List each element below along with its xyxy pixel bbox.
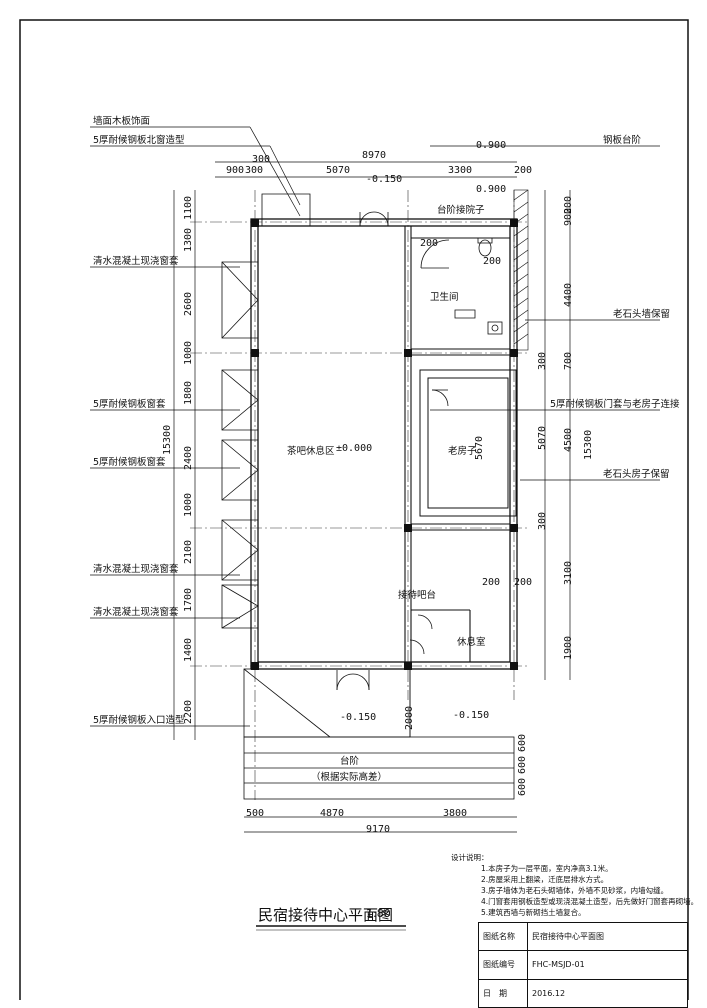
dim-bottom-side-1: 2000 [404,705,415,730]
doors [336,211,449,691]
dim-right-7: 1900 [563,635,574,660]
old-house-dim: 5670 [474,435,485,460]
dim-top-overall: 8970 [362,150,387,161]
old-house-block [419,369,517,517]
level-top-3: 0.900 [476,184,507,195]
level-top-2: 0.900 [476,140,507,151]
dim-bottom-overall: 9170 [366,824,391,835]
entrance-steps [243,668,515,800]
room-lounge: 茶吧休息区 [287,446,335,457]
dim-bottom-side-4: 600 [517,777,528,796]
callout-door-frame: 5厚耐候钢板门套与老房子连接 [550,399,680,410]
dim-bottom-500: 500 [246,808,265,819]
callout-steel-step: 钢板台阶 [603,135,642,146]
title-block: 图纸名称 民宿接待中心平面图 图纸编号 FHC-MSJD-01 日 期 2016… [478,921,688,1008]
callout-concrete-window-2: 清水混凝土现浇窗套 [93,564,179,575]
tb-value-name: 民宿接待中心平面图 [527,921,688,952]
dim-top-300b: 300 [245,165,264,176]
note-item: 1.本房子为一层平面，室内净高3.1米。 [481,864,613,873]
dim-bottom-side-2: 600 [517,733,528,752]
room-reception: 接待吧台 [398,590,437,601]
dim-bottom-3800: 3800 [443,808,468,819]
sheet-border [19,19,689,1000]
level-main: ±0.000 [336,443,373,454]
level-top-1: -0.150 [366,174,403,185]
dim-top-3300: 3300 [448,165,473,176]
note-item: 3.房子墙体为老石头砌墙体，外墙不见砂浆，内墙勾缝。 [481,886,669,895]
callout-concrete-window-1: 清水混凝土现浇窗套 [93,256,179,267]
bathroom-fixtures [420,237,503,335]
dim-right-300a: 300 [537,351,548,370]
dim-bottom-4870: 4870 [320,808,345,819]
dim-left-11: 2200 [183,699,194,724]
note-item: 2.房屋采用上翻梁，迁底层排水方式。 [481,875,609,884]
design-notes: 设计说明： 1.本房子为一层平面，室内净高3.1米。 2.房屋采用上翻梁，迁底层… [451,852,698,918]
dim-left-total: 15300 [162,424,173,455]
dim-top-200: 200 [514,165,533,176]
interior-partitions [404,226,510,662]
room-old-house: 老房子 [448,446,477,457]
note-item: 5.建筑西墙与新砌挡土墙复合。 [481,908,586,917]
dim-bottom-side-3: 600 [517,755,528,774]
room-steps-note: （根据实际高差） [311,772,388,783]
callout-steel-window-1: 5厚耐候钢板窗套 [93,399,166,410]
dim-left-6: 2400 [183,445,194,470]
dim-right-6: 3100 [563,560,574,585]
room-steps-top: 台阶接院子 [437,205,485,216]
dim-left-10: 1400 [183,637,194,662]
dim-right-2: 4400 [563,282,574,307]
dim-left-4: 1000 [183,340,194,365]
tb-value-date: 2016.12 [527,978,688,1008]
room-steps: 台阶 [340,756,360,767]
dim-left-7: 1000 [183,492,194,517]
drawing-title: 民宿接待中心平面图 [258,906,394,924]
callout-steel-window-2: 5厚耐候钢板窗套 [93,457,166,468]
room-rest: 休息室 [457,637,486,648]
dim-top-300a: 300 [252,154,271,165]
dim-top-5070: 5070 [326,165,351,176]
step-200d: 200 [514,577,533,588]
tb-label-date: 日 期 [478,978,528,1008]
window-surrounds [221,193,311,629]
dimension-lines [173,161,571,833]
callout-entrance: 5厚耐候钢板入口造型 [93,715,185,726]
dim-left-3: 2600 [183,291,194,316]
level-bottom-2: -0.150 [453,710,490,721]
note-item: 4.门窗套用钢板造型或现浇混凝土造型，后先做好门窗套再砌墙。 [481,897,699,906]
dim-right-total: 15300 [583,429,594,460]
tb-label-number: 图纸编号 [478,950,528,980]
title-underline [256,925,406,931]
callout-wall-facing: 墙面木板饰面 [93,116,151,127]
callout-old-stone-wall-1: 老石头墙保留 [613,309,671,320]
dim-right-200: 200 [563,195,574,214]
dim-left-1: 1100 [183,195,194,220]
level-bottom-1: -0.150 [340,712,377,723]
dim-left-2: 1300 [183,227,194,252]
step-200c: 200 [482,577,501,588]
tb-label-name: 图纸名称 [478,921,528,952]
dim-right-4: 4500 [563,427,574,452]
callout-old-stone-wall-2: 老石头房子保留 [603,469,670,480]
dim-right-5070: 5070 [537,425,548,450]
dim-left-9: 1700 [183,587,194,612]
drawing-scale: 1:80 [366,907,391,920]
dim-top-900: 900 [226,165,245,176]
callout-north-window: 5厚耐候钢板北窗造型 [93,135,185,146]
dim-right-5: 300 [537,511,548,530]
dim-left-5: 1800 [183,380,194,405]
step-200a: 200 [420,238,439,249]
room-bathroom: 卫生间 [430,292,459,303]
dim-right-3: 700 [563,351,574,370]
stone-wall-hatch [513,189,529,351]
tb-value-number: FHC-MSJD-01 [527,950,688,980]
step-200b: 200 [483,256,502,267]
notes-heading: 设计说明： [451,853,489,862]
callout-concrete-window-3: 清水混凝土现浇窗套 [93,607,179,618]
dim-left-8: 2100 [183,539,194,564]
leader-lines [90,126,660,727]
